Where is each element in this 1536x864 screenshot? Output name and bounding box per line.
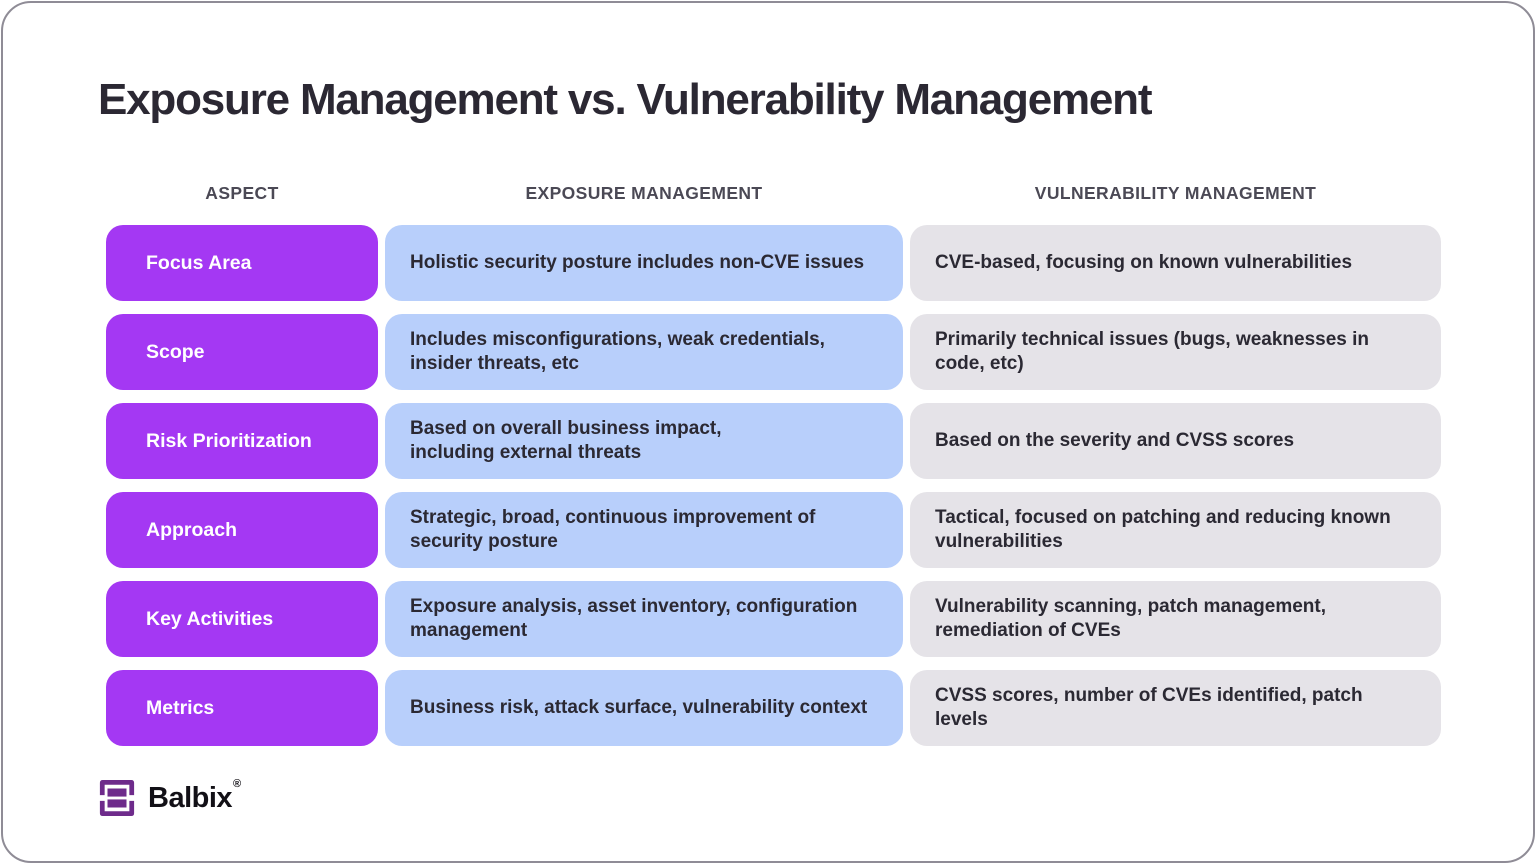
aspect-cell-risk-prioritization: Risk Prioritization: [106, 403, 378, 479]
column-headers: ASPECT EXPOSURE MANAGEMENT VULNERABILITY…: [106, 183, 1441, 204]
vulnerability-cell-scope: Primarily technical issues (bugs, weakne…: [910, 314, 1441, 390]
vulnerability-cell-risk-prioritization: Based on the severity and CVSS scores: [910, 403, 1441, 479]
aspect-cell-key-activities: Key Activities: [106, 581, 378, 657]
exposure-cell-risk-prioritization: Based on overall business impact, includ…: [385, 403, 903, 479]
column-header-exposure-management: EXPOSURE MANAGEMENT: [525, 183, 763, 203]
exposure-cell-metrics: Business risk, attack surface, vulnerabi…: [385, 670, 903, 746]
exposure-cell-focus-area: Holistic security posture includes non-C…: [385, 225, 903, 301]
exposure-cell-key-activities: Exposure analysis, asset inventory, conf…: [385, 581, 903, 657]
balbix-logo-icon: [99, 779, 135, 817]
column-header-aspect: ASPECT: [205, 183, 279, 203]
balbix-logo-text: Balbix®: [148, 777, 241, 814]
comparison-table: Focus Area Holistic security posture inc…: [106, 225, 1441, 746]
registered-trademark-symbol: ®: [233, 777, 241, 790]
vulnerability-cell-key-activities: Vulnerability scanning, patch management…: [910, 581, 1441, 657]
aspect-cell-approach: Approach: [106, 492, 378, 568]
page-title: Exposure Management vs. Vulnerability Ma…: [98, 75, 1152, 124]
exposure-cell-approach: Strategic, broad, continuous improvement…: [385, 492, 903, 568]
exposure-cell-scope: Includes misconfigurations, weak credent…: [385, 314, 903, 390]
vulnerability-cell-metrics: CVSS scores, number of CVEs identified, …: [910, 670, 1441, 746]
column-header-vulnerability-management: VULNERABILITY MANAGEMENT: [1034, 183, 1317, 203]
aspect-cell-scope: Scope: [106, 314, 378, 390]
vulnerability-cell-focus-area: CVE-based, focusing on known vulnerabili…: [910, 225, 1441, 301]
aspect-cell-focus-area: Focus Area: [106, 225, 378, 301]
vulnerability-cell-approach: Tactical, focused on patching and reduci…: [910, 492, 1441, 568]
balbix-logo: Balbix®: [98, 777, 241, 818]
aspect-cell-metrics: Metrics: [106, 670, 378, 746]
